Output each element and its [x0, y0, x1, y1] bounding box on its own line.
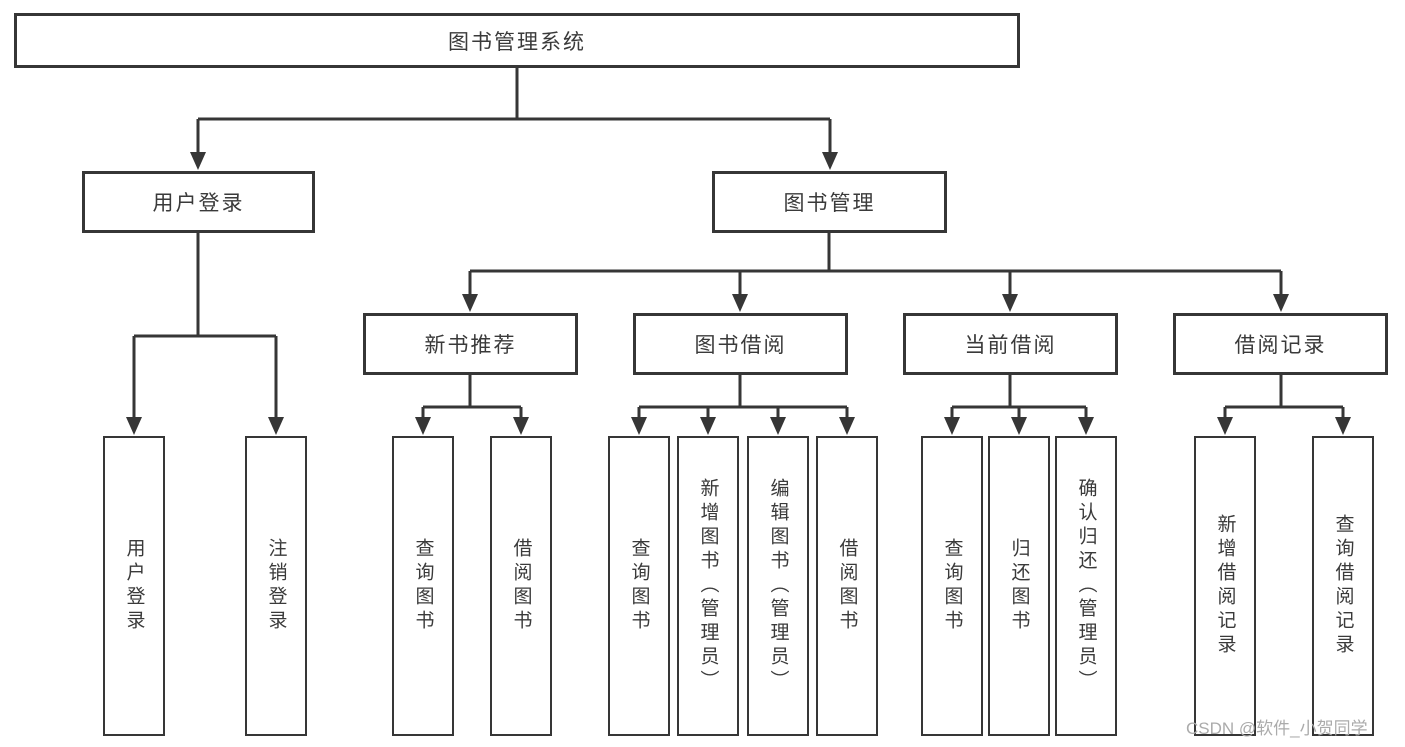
node-new-book-recommend: 新书推荐: [363, 313, 578, 375]
leaf-borrowing-query-book: 查询图书: [608, 436, 670, 736]
leaf-user-login: 用户登录: [103, 436, 165, 736]
watermark: CSDN @软件_小贺同学: [1186, 719, 1368, 738]
node-book-management: 图书管理: [712, 171, 947, 233]
node-borrowing-records: 借阅记录: [1173, 313, 1388, 375]
leaf-add-borrow-record: 新增借阅记录: [1194, 436, 1256, 736]
leaf-return-book: 归还图书: [988, 436, 1050, 736]
node-user-login: 用户登录: [82, 171, 315, 233]
leaf-add-book-admin: 新增图书（管理员）: [677, 436, 739, 736]
node-root-system: 图书管理系统: [14, 13, 1020, 68]
node-book-borrowing: 图书借阅: [633, 313, 848, 375]
leaf-logout: 注销登录: [245, 436, 307, 736]
node-current-borrowing: 当前借阅: [903, 313, 1118, 375]
leaf-current-query-book: 查询图书: [921, 436, 983, 736]
leaf-recommend-borrow-book: 借阅图书: [490, 436, 552, 736]
leaf-borrow-book: 借阅图书: [816, 436, 878, 736]
leaf-confirm-return-admin: 确认归还（管理员）: [1055, 436, 1117, 736]
leaf-edit-book-admin: 编辑图书（管理员）: [747, 436, 809, 736]
leaf-query-borrow-record: 查询借阅记录: [1312, 436, 1374, 736]
leaf-recommend-query-book: 查询图书: [392, 436, 454, 736]
